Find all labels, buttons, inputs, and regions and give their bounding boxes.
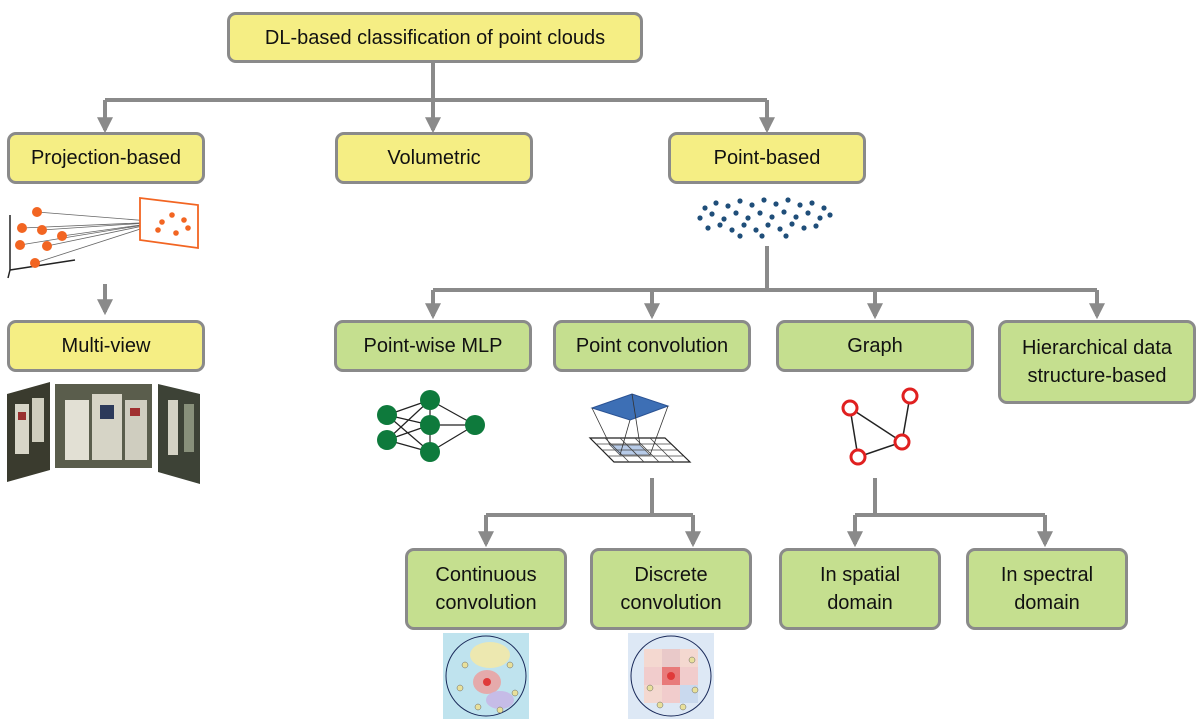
projection-plane-icon (7, 196, 199, 279)
continuous-kernel-icon (443, 633, 529, 719)
node-hierarchical: Hierarchical data structure-based (998, 320, 1196, 404)
graph-icon (841, 387, 919, 466)
node-point-based: Point-based (668, 132, 866, 184)
node-spectral-domain: In spectral domain (966, 548, 1128, 630)
node-discrete-convolution: Discrete convolution (590, 548, 752, 630)
node-projection-based: Projection-based (7, 132, 205, 184)
multi-view-images-icon (7, 382, 200, 484)
node-point-convolution: Point convolution (553, 320, 751, 372)
node-spatial-domain: In spatial domain (779, 548, 941, 630)
node-graph: Graph (776, 320, 974, 372)
point-cloud-icon (697, 197, 833, 239)
node-multi-view: Multi-view (7, 320, 205, 372)
convolution-grid-icon (588, 393, 692, 463)
node-continuous-convolution: Continuous convolution (405, 548, 567, 630)
node-volumetric: Volumetric (335, 132, 533, 184)
neural-network-icon (377, 390, 485, 462)
node-root: DL-based classification of point clouds (227, 12, 643, 63)
node-pointwise-mlp: Point-wise MLP (334, 320, 532, 372)
discrete-kernel-icon (628, 633, 714, 719)
